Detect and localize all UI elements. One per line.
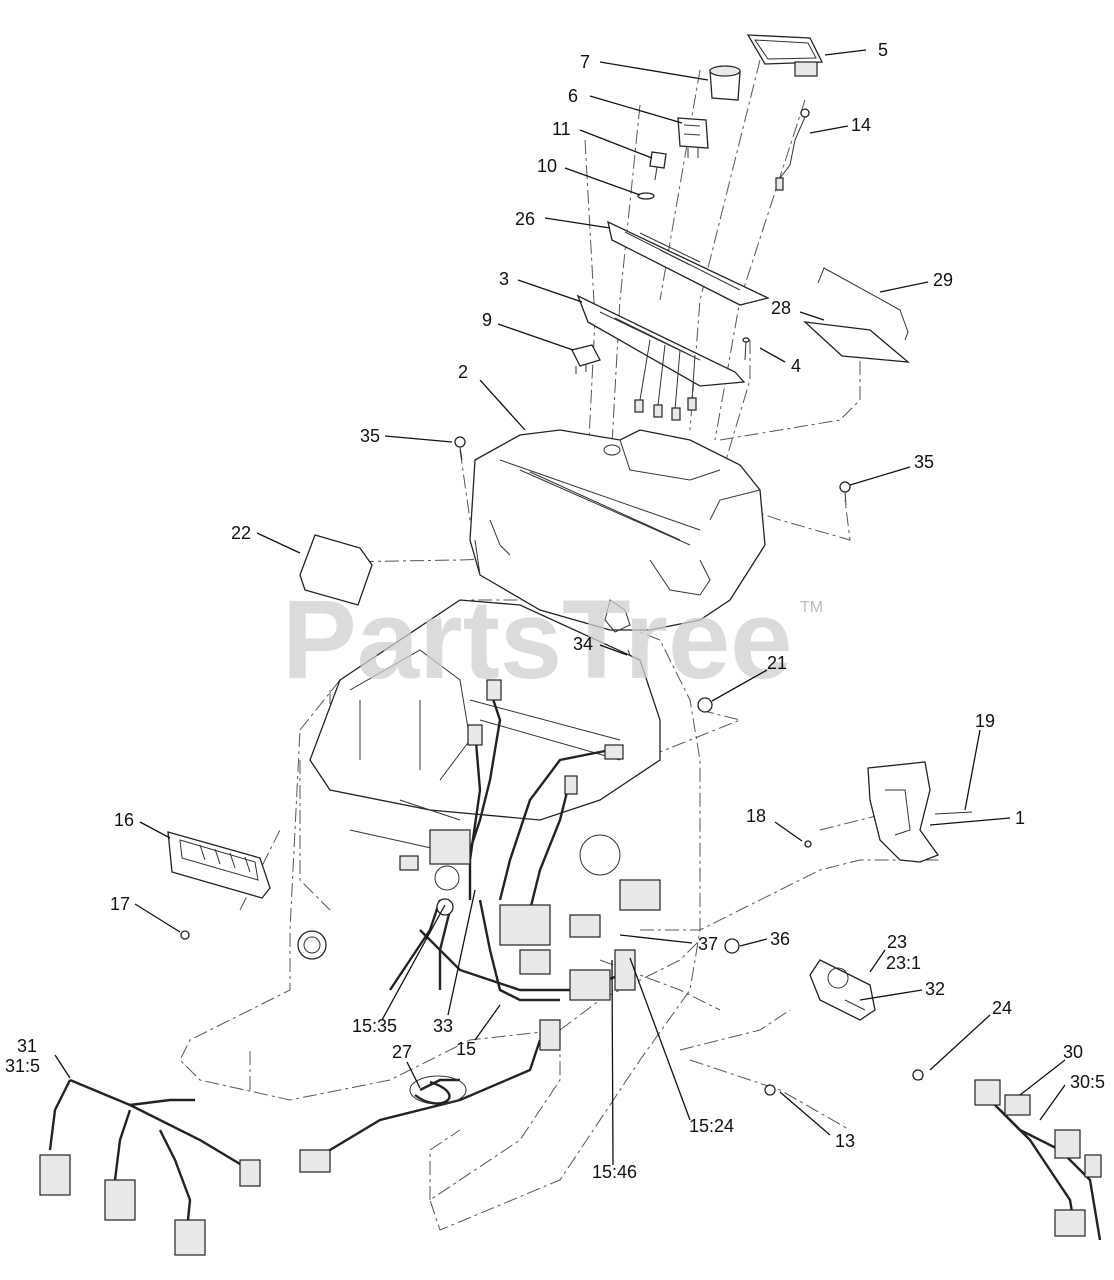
gasket-plate-part (607, 220, 770, 306)
callout-5: 5 (878, 40, 888, 60)
svg-text:TM: TM (800, 599, 823, 616)
callout-30-5: 30:5 (1070, 1072, 1105, 1092)
washer-part (637, 192, 655, 200)
callout-28: 28 (771, 298, 791, 318)
mounting-panel-part (576, 294, 746, 421)
wire-bracket-part (817, 267, 909, 341)
callout-1: 1 (1015, 808, 1025, 828)
nut-part (697, 697, 713, 713)
console-housing-part (469, 429, 766, 633)
callout-22: 22 (231, 523, 251, 543)
callout-34: 34 (573, 634, 593, 654)
callout-35-right: 35 (914, 452, 934, 472)
light-screw-part (180, 930, 190, 940)
callout-2: 2 (458, 362, 468, 382)
callout-31: 31 (17, 1036, 37, 1056)
callout-23-1: 23:1 (886, 953, 921, 973)
washer-18-part (804, 840, 812, 848)
callout-31-5: 31:5 (5, 1056, 40, 1076)
dash-frame-part (309, 599, 661, 851)
callout-23: 23 (887, 932, 907, 952)
fastener-13-part (764, 1084, 776, 1096)
callout-30: 30 (1063, 1042, 1083, 1062)
watermark: PartsTree TM (282, 577, 823, 702)
decal-part (299, 534, 373, 606)
callout-6: 6 (568, 86, 578, 106)
bolt-part-right (839, 481, 851, 506)
callout-32: 32 (925, 979, 945, 999)
leader-lines (54, 49, 1066, 1166)
callout-15-24: 15:24 (689, 1116, 734, 1136)
callout-10: 10 (537, 156, 557, 176)
callout-36: 36 (770, 929, 790, 949)
work-light-part (167, 831, 271, 899)
callout-17: 17 (110, 894, 130, 914)
harness-31-part (39, 1078, 261, 1256)
callout-37: 37 (698, 934, 718, 954)
bolt-part-left (454, 436, 466, 461)
callout-18: 18 (746, 806, 766, 826)
key-part (649, 151, 667, 181)
screw-part (742, 337, 750, 361)
callout-29: 29 (933, 270, 953, 290)
callout-15: 15 (456, 1039, 476, 1059)
knob-part (709, 65, 741, 101)
callout-labels: 5 7 6 11 10 14 26 3 29 28 9 4 2 35 35 22… (5, 40, 1105, 1182)
harness-30-part (974, 1079, 1102, 1241)
callout-19: 19 (975, 711, 995, 731)
pin-19-part (934, 811, 973, 815)
switch-part (677, 117, 709, 158)
svg-text:PartsTree: PartsTree (282, 577, 793, 702)
callout-4: 4 (791, 356, 801, 376)
grommet-36-part (724, 938, 740, 954)
main-harness-part (297, 679, 661, 1173)
callout-15-46: 15:46 (592, 1162, 637, 1182)
callout-7: 7 (580, 52, 590, 72)
ignition-switch-part (809, 959, 876, 1021)
callout-9: 9 (482, 310, 492, 330)
sensor-lead-part (775, 108, 810, 191)
relay-part (571, 344, 601, 374)
callout-3: 3 (499, 269, 509, 289)
callout-35-left: 35 (360, 426, 380, 446)
callout-16: 16 (114, 810, 134, 830)
callout-21: 21 (767, 653, 787, 673)
bolt-24-part (912, 1069, 924, 1081)
callout-33: 33 (433, 1016, 453, 1036)
display-cover-part (746, 34, 824, 77)
label-plate-part (803, 321, 911, 363)
callout-26: 26 (515, 209, 535, 229)
cable-27-part (414, 1080, 451, 1105)
callout-13: 13 (835, 1131, 855, 1151)
callout-11: 11 (552, 119, 571, 139)
callout-14: 14 (851, 115, 871, 135)
callout-15-35: 15:35 (352, 1016, 397, 1036)
bracket-part (867, 761, 940, 863)
callout-27: 27 (392, 1042, 412, 1062)
callout-24: 24 (992, 998, 1012, 1018)
